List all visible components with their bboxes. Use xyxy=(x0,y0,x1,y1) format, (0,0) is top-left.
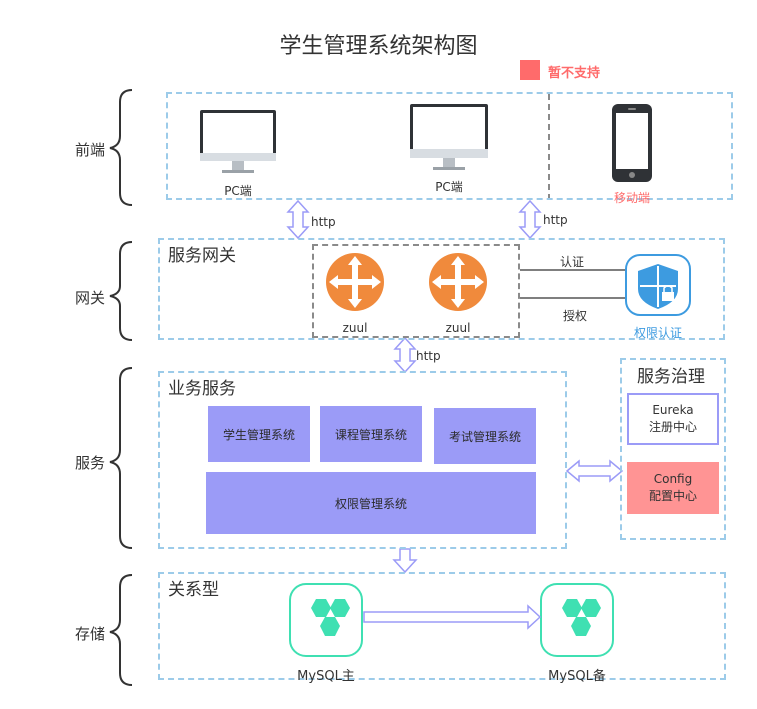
service-exam: 考试管理系统 xyxy=(434,408,536,464)
legend-label: 暂不支持 xyxy=(548,66,601,81)
brace-storage xyxy=(109,574,133,686)
storage-box xyxy=(158,572,726,680)
http-arrow-left xyxy=(286,199,310,240)
layer-label-storage: 存储 xyxy=(75,625,106,643)
mysql-database-icon xyxy=(540,583,614,657)
http-arrow-right xyxy=(518,199,542,240)
mysql-database-icon xyxy=(289,583,363,657)
storage-title: 关系型 xyxy=(168,580,219,600)
page-title: 学生管理系统架构图 xyxy=(279,34,478,59)
governance-link-arrow xyxy=(565,459,624,483)
zuul-label: zuul xyxy=(445,321,471,335)
business-title: 业务服务 xyxy=(168,379,236,399)
shield-lock-icon xyxy=(625,254,691,316)
mysql-master-label: MySQL主 xyxy=(297,669,355,684)
governance-title: 服务治理 xyxy=(637,367,705,387)
gateway-title: 服务网关 xyxy=(168,246,236,266)
pc-label: PC端 xyxy=(224,184,252,198)
zuul-label: zuul xyxy=(342,321,368,335)
service-course: 课程管理系统 xyxy=(320,406,422,462)
eureka-registry: Eureka 注册中心 xyxy=(627,393,719,445)
service-student: 学生管理系统 xyxy=(208,406,310,462)
governance-box xyxy=(620,358,726,540)
pc-label: PC端 xyxy=(435,180,463,194)
business-box xyxy=(158,371,567,549)
eureka-desc: 注册中心 xyxy=(648,420,697,434)
eureka-name: Eureka xyxy=(652,403,694,417)
layer-label-service: 服务 xyxy=(75,454,106,472)
http-arrow-middle xyxy=(393,336,417,374)
zuul-cluster-box xyxy=(312,244,520,338)
mobile-label: 移动端 xyxy=(613,191,650,205)
brace-frontend xyxy=(109,89,133,206)
brace-gateway xyxy=(109,241,133,341)
config-name: Config xyxy=(653,472,693,486)
auth-line-label: 认证 xyxy=(560,255,585,269)
gateway-box xyxy=(158,238,725,340)
http-label: http xyxy=(543,213,568,227)
layer-label-gateway: 网关 xyxy=(75,289,106,307)
legend-swatch xyxy=(520,60,540,80)
mysql-slave-label: MySQL备 xyxy=(548,669,606,684)
pc-monitor-icon xyxy=(410,104,488,170)
http-label: http xyxy=(416,349,441,363)
http-label: http xyxy=(311,215,336,229)
frontend-box xyxy=(166,92,733,200)
zuul-router-icon xyxy=(326,253,384,311)
brace-service xyxy=(109,367,133,549)
auth-service-label: 权限认证 xyxy=(633,326,682,340)
grant-line-label: 授权 xyxy=(563,309,588,323)
replication-arrow xyxy=(363,604,542,630)
zuul-router-icon xyxy=(429,253,487,311)
config-center: Config 配置中心 xyxy=(627,462,719,514)
service-permission: 权限管理系统 xyxy=(206,472,536,534)
storage-down-arrow xyxy=(392,548,418,574)
layer-label-frontend: 前端 xyxy=(75,141,106,159)
config-desc: 配置中心 xyxy=(648,489,697,503)
pc-monitor-icon xyxy=(200,110,276,173)
mobile-phone-icon xyxy=(612,104,652,182)
